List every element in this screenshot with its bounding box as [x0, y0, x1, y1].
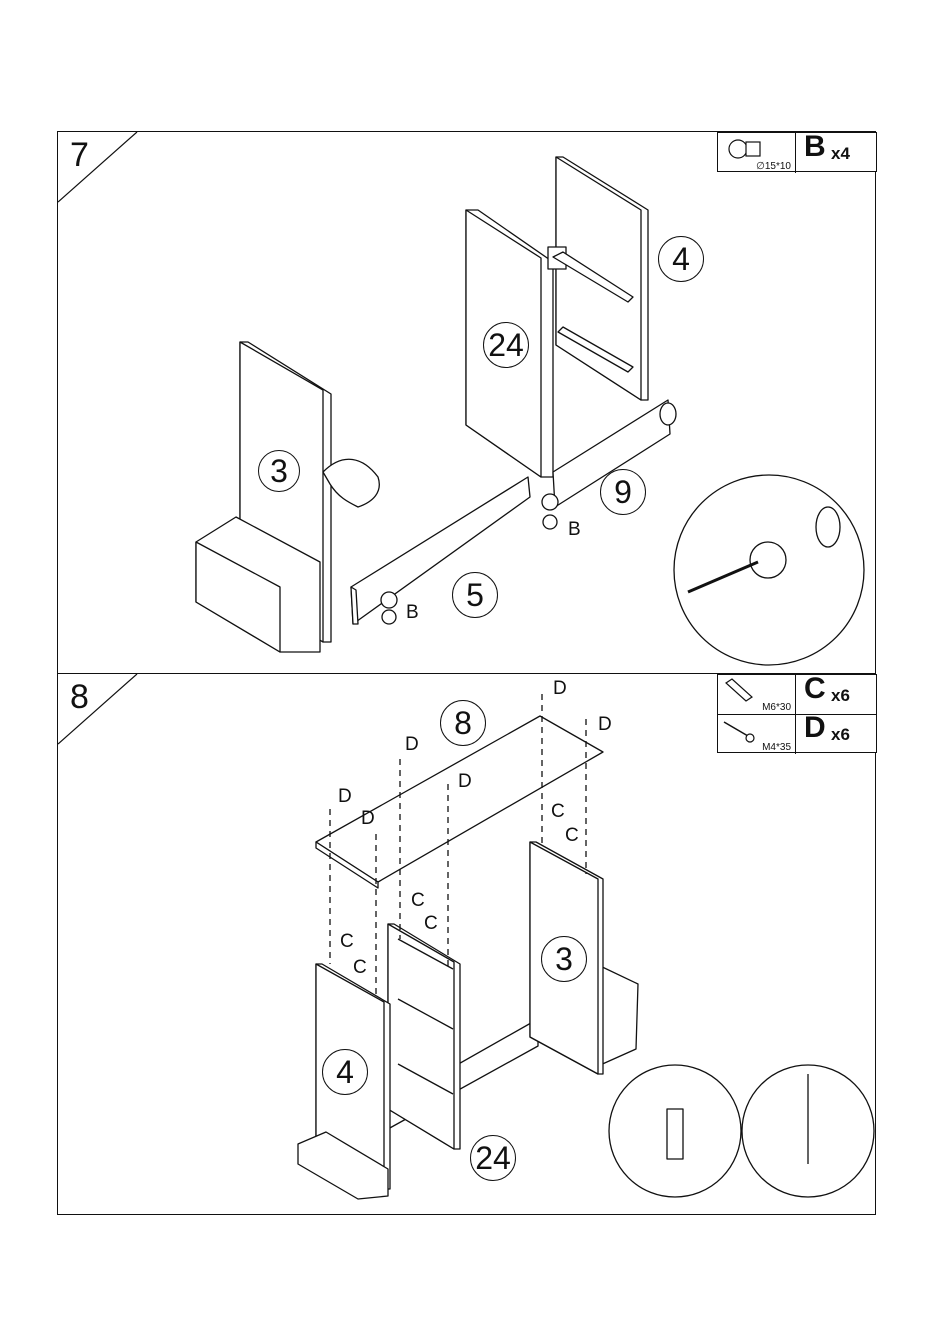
part-label: 9 [600, 469, 646, 515]
step-8-illustration [58, 674, 877, 1216]
part-label: 3 [541, 936, 587, 982]
part-label: 8 [440, 700, 486, 746]
part-label: 24 [483, 322, 529, 368]
hardware-quantity: x6 [831, 686, 850, 706]
fastener-label: D [405, 734, 419, 756]
wooden-dowel-icon: M6*30 [718, 675, 796, 714]
hardware-row-b: ∅15*10 B x4 [718, 133, 876, 173]
hardware-row-d: M4*35 D x6 [718, 714, 876, 754]
fastener-label: C [411, 890, 425, 912]
fastener-label: C [340, 931, 354, 953]
fastener-label: B [568, 519, 581, 541]
hardware-quantity: x6 [831, 725, 850, 745]
fastener-label: D [338, 786, 352, 808]
hardware-row-c: M6*30 C x6 [718, 675, 876, 715]
wood-screw-icon: M4*35 [718, 714, 796, 754]
fastener-label: B [406, 602, 419, 624]
assembly-step-8: 8 M6*30 C x6 M4*35 D x6 8 3 4 24 D D D D… [57, 673, 876, 1215]
part-label: 4 [658, 236, 704, 282]
fastener-label: C [551, 801, 565, 823]
hardware-legend: M6*30 C x6 M4*35 D x6 [717, 674, 877, 753]
fastener-label: D [458, 771, 472, 793]
step-number: 7 [70, 136, 89, 175]
step-number: 8 [70, 678, 89, 717]
fastener-label: C [565, 825, 579, 847]
fastener-label: D [598, 714, 612, 736]
assembly-step-7: 7 ∅15*10 B x4 3 24 4 5 9 B B [57, 131, 876, 674]
hardware-letter: D [804, 711, 826, 745]
part-label: 4 [322, 1049, 368, 1095]
part-label: 24 [470, 1135, 516, 1181]
fastener-label: C [353, 957, 367, 979]
hardware-quantity: x4 [831, 144, 850, 164]
hardware-legend: ∅15*10 B x4 [717, 132, 877, 172]
fastener-label: D [361, 808, 375, 830]
cam-lock-icon: ∅15*10 [718, 133, 796, 173]
part-label: 5 [452, 572, 498, 618]
fastener-label: C [424, 913, 438, 935]
hardware-letter: C [804, 672, 826, 706]
hardware-letter: B [804, 130, 826, 164]
part-label: 3 [258, 450, 300, 492]
fastener-label: D [553, 678, 567, 700]
